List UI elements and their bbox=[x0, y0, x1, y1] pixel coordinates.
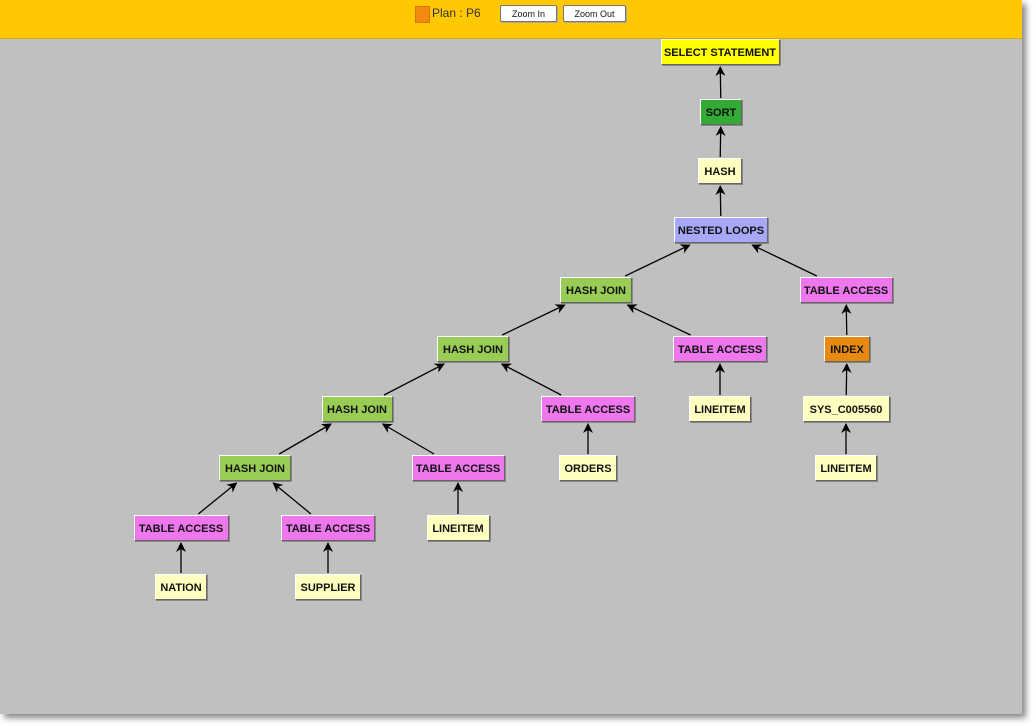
plan-node-nation[interactable]: NATION bbox=[155, 574, 207, 600]
plan-node-table-access[interactable]: TABLE ACCESS bbox=[281, 515, 375, 541]
edge-arrow bbox=[715, 126, 726, 158]
edge-arrow bbox=[624, 244, 691, 277]
edge-arrow bbox=[841, 304, 852, 336]
plan-node-hash[interactable]: HASH bbox=[698, 158, 742, 184]
plan-node-select-statement[interactable]: SELECT STATEMENT bbox=[660, 39, 780, 65]
plan-node-table-access[interactable]: TABLE ACCESS bbox=[673, 336, 767, 362]
plan-node-table-access[interactable]: TABLE ACCESS bbox=[411, 455, 505, 481]
edge-arrow bbox=[197, 482, 238, 515]
toolbar: Plan : P6 Zoom In Zoom Out bbox=[0, 0, 1022, 39]
plan-node-lineitem[interactable]: LINEITEM bbox=[815, 455, 877, 481]
plan-node-nested-loops[interactable]: NESTED LOOPS bbox=[674, 217, 768, 243]
plan-node-orders[interactable]: ORDERS bbox=[559, 455, 617, 481]
plan-color-swatch bbox=[415, 6, 430, 23]
edge-arrow bbox=[278, 423, 332, 455]
plan-node-index[interactable]: INDEX bbox=[824, 336, 870, 362]
plan-edges bbox=[176, 66, 852, 573]
plan-node-hash-join[interactable]: HASH JOIN bbox=[437, 336, 509, 362]
zoom-out-button[interactable]: Zoom Out bbox=[563, 5, 626, 22]
edge-arrow bbox=[383, 363, 445, 396]
edge-arrow bbox=[272, 482, 312, 515]
edge-arrow bbox=[501, 304, 566, 336]
plan-node-hash-join[interactable]: HASH JOIN bbox=[321, 396, 393, 422]
plan-node-lineitem[interactable]: LINEITEM bbox=[689, 396, 751, 422]
plan-node-sort[interactable]: SORT bbox=[700, 99, 742, 125]
edge-arrow bbox=[381, 423, 435, 455]
plan-node-table-access[interactable]: TABLE ACCESS bbox=[799, 277, 893, 303]
plan-window: Plan : P6 Zoom In Zoom Out SELECT STATEM… bbox=[0, 0, 1022, 714]
plan-node-supplier[interactable]: SUPPLIER bbox=[295, 574, 361, 600]
zoom-in-button[interactable]: Zoom In bbox=[500, 5, 557, 22]
edge-arrow bbox=[715, 66, 726, 99]
edge-arrow bbox=[751, 244, 818, 277]
edge-arrow bbox=[841, 363, 852, 396]
plan-node-table-access[interactable]: TABLE ACCESS bbox=[133, 515, 229, 541]
plan-node-lineitem[interactable]: LINEITEM bbox=[426, 515, 490, 541]
plan-node-table-access[interactable]: TABLE ACCESS bbox=[541, 396, 635, 422]
plan-node-hash-join[interactable]: HASH JOIN bbox=[560, 277, 632, 303]
edge-arrow bbox=[715, 185, 726, 217]
plan-label: Plan : P6 bbox=[432, 6, 481, 20]
edge-arrow bbox=[626, 304, 691, 336]
plan-node-sys-c005560[interactable]: SYS_C005560 bbox=[802, 396, 890, 422]
plan-node-hash-join[interactable]: HASH JOIN bbox=[219, 455, 291, 481]
edge-arrow bbox=[500, 363, 562, 396]
